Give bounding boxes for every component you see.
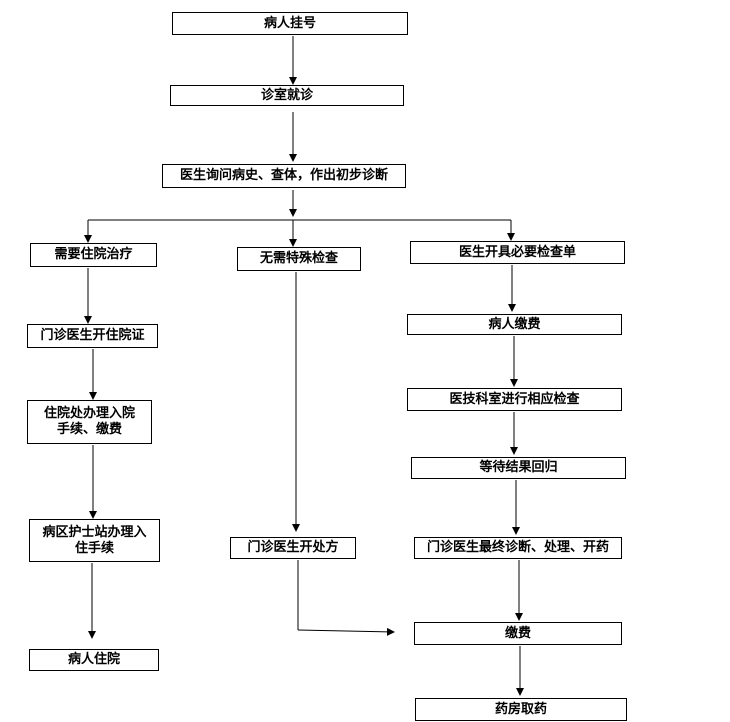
node-consult: 诊室就诊 xyxy=(170,85,404,106)
node-admission-office: 住院处办理入院 手续、缴费 xyxy=(27,400,152,444)
node-exam-order: 医生开具必要检查单 xyxy=(410,241,625,264)
node-hospitalized: 病人住院 xyxy=(29,649,159,671)
node-payment: 缴费 xyxy=(414,622,622,645)
node-prescribe: 门诊医生开处方 xyxy=(230,537,356,559)
node-patient-payment: 病人缴费 xyxy=(407,314,622,335)
node-initial-diagnosis: 医生询问病史、查体，作出初步诊断 xyxy=(162,164,406,188)
node-inpatient-needed: 需要住院治疗 xyxy=(30,243,157,267)
node-register: 病人挂号 xyxy=(172,12,408,35)
node-tech-exam: 医技科室进行相应检查 xyxy=(407,388,622,411)
node-nurse-station: 病区护士站办理入 住手续 xyxy=(29,519,160,562)
node-final-diagnosis: 门诊医生最终诊断、处理、开药 xyxy=(414,537,622,559)
node-admission-cert: 门诊医生开住院证 xyxy=(27,324,158,348)
node-no-special-exam: 无需特殊检查 xyxy=(237,247,361,271)
arrow-prescribe-pay xyxy=(297,627,395,636)
node-pharmacy: 药房取药 xyxy=(415,698,627,721)
node-wait-result: 等待结果回归 xyxy=(411,457,626,479)
